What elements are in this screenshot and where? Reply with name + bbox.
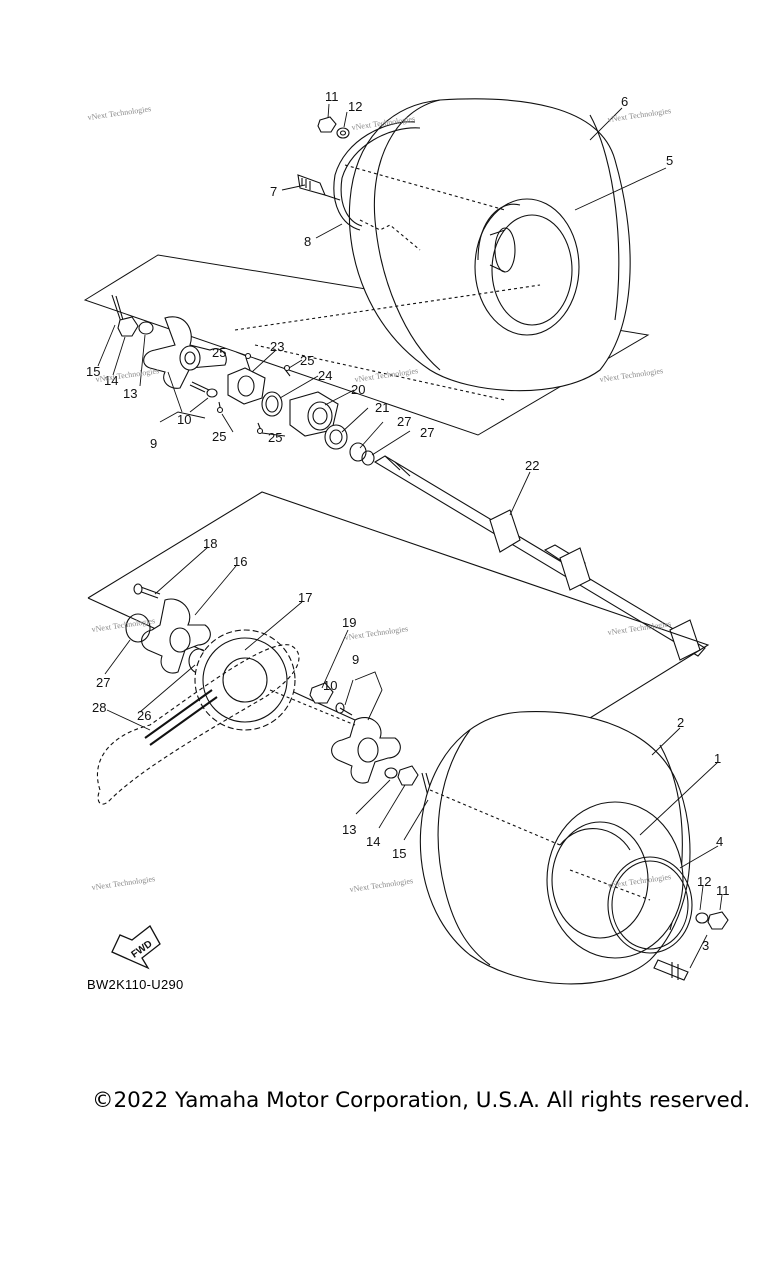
bead-ring-8 [333,121,421,231]
washer-13-lower [384,767,398,779]
callout-14: 14 [104,373,118,388]
callout-9: 9 [150,436,157,451]
lower-nut-11 [707,911,729,930]
callout-13: 13 [123,386,137,401]
callout-16: 16 [233,554,247,569]
leader-lines [97,103,723,969]
watermark: vNext Technologies [95,366,160,384]
parts-diagram: FWD 6 5 11 12 7 8 15 14 13 9 10 25 23 25… [83,89,730,985]
callout-27b: 27 [420,425,434,440]
callout-25c: 25 [212,429,226,444]
callout-8: 8 [304,234,311,249]
valve-3 [653,959,689,981]
bolt-18 [133,583,161,599]
callout-23: 23 [270,339,284,354]
hub-right-9 [331,717,401,784]
upper-tire [348,98,631,392]
callout-22: 22 [525,458,539,473]
callout-7: 7 [270,184,277,199]
callout-1: 1 [714,751,721,766]
upper-washer-12 [336,127,350,139]
lower-tire [419,711,691,985]
seal-24 [261,391,283,417]
bolt-10-lower [335,702,353,716]
bead-ring-4 [607,856,693,954]
callout-5: 5 [666,153,673,168]
circlip-27-upper [349,442,375,466]
callout-27a: 27 [397,414,411,429]
upper-nut-11 [317,116,337,133]
callout-25a: 25 [212,345,226,360]
fwd-arrow-icon [111,925,161,970]
alignment-lines-upper [234,164,541,401]
callout-11b: 11 [716,883,730,898]
lower-rim-1 [559,828,631,851]
watermark: vNext Technologies [607,106,672,124]
callout-9b: 9 [352,652,359,667]
callout-6: 6 [621,94,628,109]
callout-21: 21 [375,400,389,415]
upper-frame [83,254,650,436]
axle-22 [373,455,706,661]
sprocket-17 [194,629,296,731]
circlip-27-lower [125,613,151,643]
callout-4: 4 [716,834,723,849]
watermark: vNext Technologies [91,874,156,892]
callout-18: 18 [203,536,217,551]
nut-14-upper [117,316,139,337]
chain-28 [96,644,300,805]
callout-20: 20 [351,382,365,397]
callout-12b: 12 [697,874,711,889]
callout-13b: 13 [342,822,356,837]
nut-19 [309,682,334,704]
nut-14-lower [397,765,419,786]
callout-17: 17 [298,590,312,605]
bolt-10-upper [189,381,218,398]
callout-25b: 25 [300,353,314,368]
bearing-21 [324,424,348,450]
callout-14b: 14 [366,834,380,849]
watermark: vNext Technologies [91,616,156,634]
lower-washer-12 [695,912,709,924]
callout-10b: 10 [323,678,337,693]
watermark: vNext Technologies [599,366,664,384]
callout-3: 3 [702,938,709,953]
valve-7 [297,174,341,201]
watermark: vNext Technologies [354,366,419,384]
callout-10: 10 [177,412,191,427]
hub-left-9 [143,316,227,389]
watermark: vNext Technologies [349,876,414,894]
diagram-code: BW2K110-U290 [87,977,184,992]
callout-27c: 27 [96,675,110,690]
callout-2: 2 [677,715,684,730]
callout-28: 28 [92,700,106,715]
alignment-lines-lower [269,689,651,901]
callout-15: 15 [86,364,100,379]
callout-11: 11 [325,89,339,104]
callout-25d: 25 [268,430,282,445]
washer-13-upper [138,321,154,335]
callout-26: 26 [137,708,151,723]
callout-19: 19 [342,615,356,630]
bearing-housing-23 [227,367,266,405]
callout-12: 12 [348,99,362,114]
watermark: vNext Technologies [87,104,152,122]
cotter-pin-15-upper [111,294,124,323]
copyright-notice: ©2022 Yamaha Motor Corporation, U.S.A. A… [92,1088,751,1113]
callout-15b: 15 [392,846,406,861]
upper-rim [477,203,521,261]
callout-labels: 6 5 11 12 7 8 15 14 13 9 10 25 23 25 24 … [86,89,730,953]
callout-24: 24 [318,368,332,383]
